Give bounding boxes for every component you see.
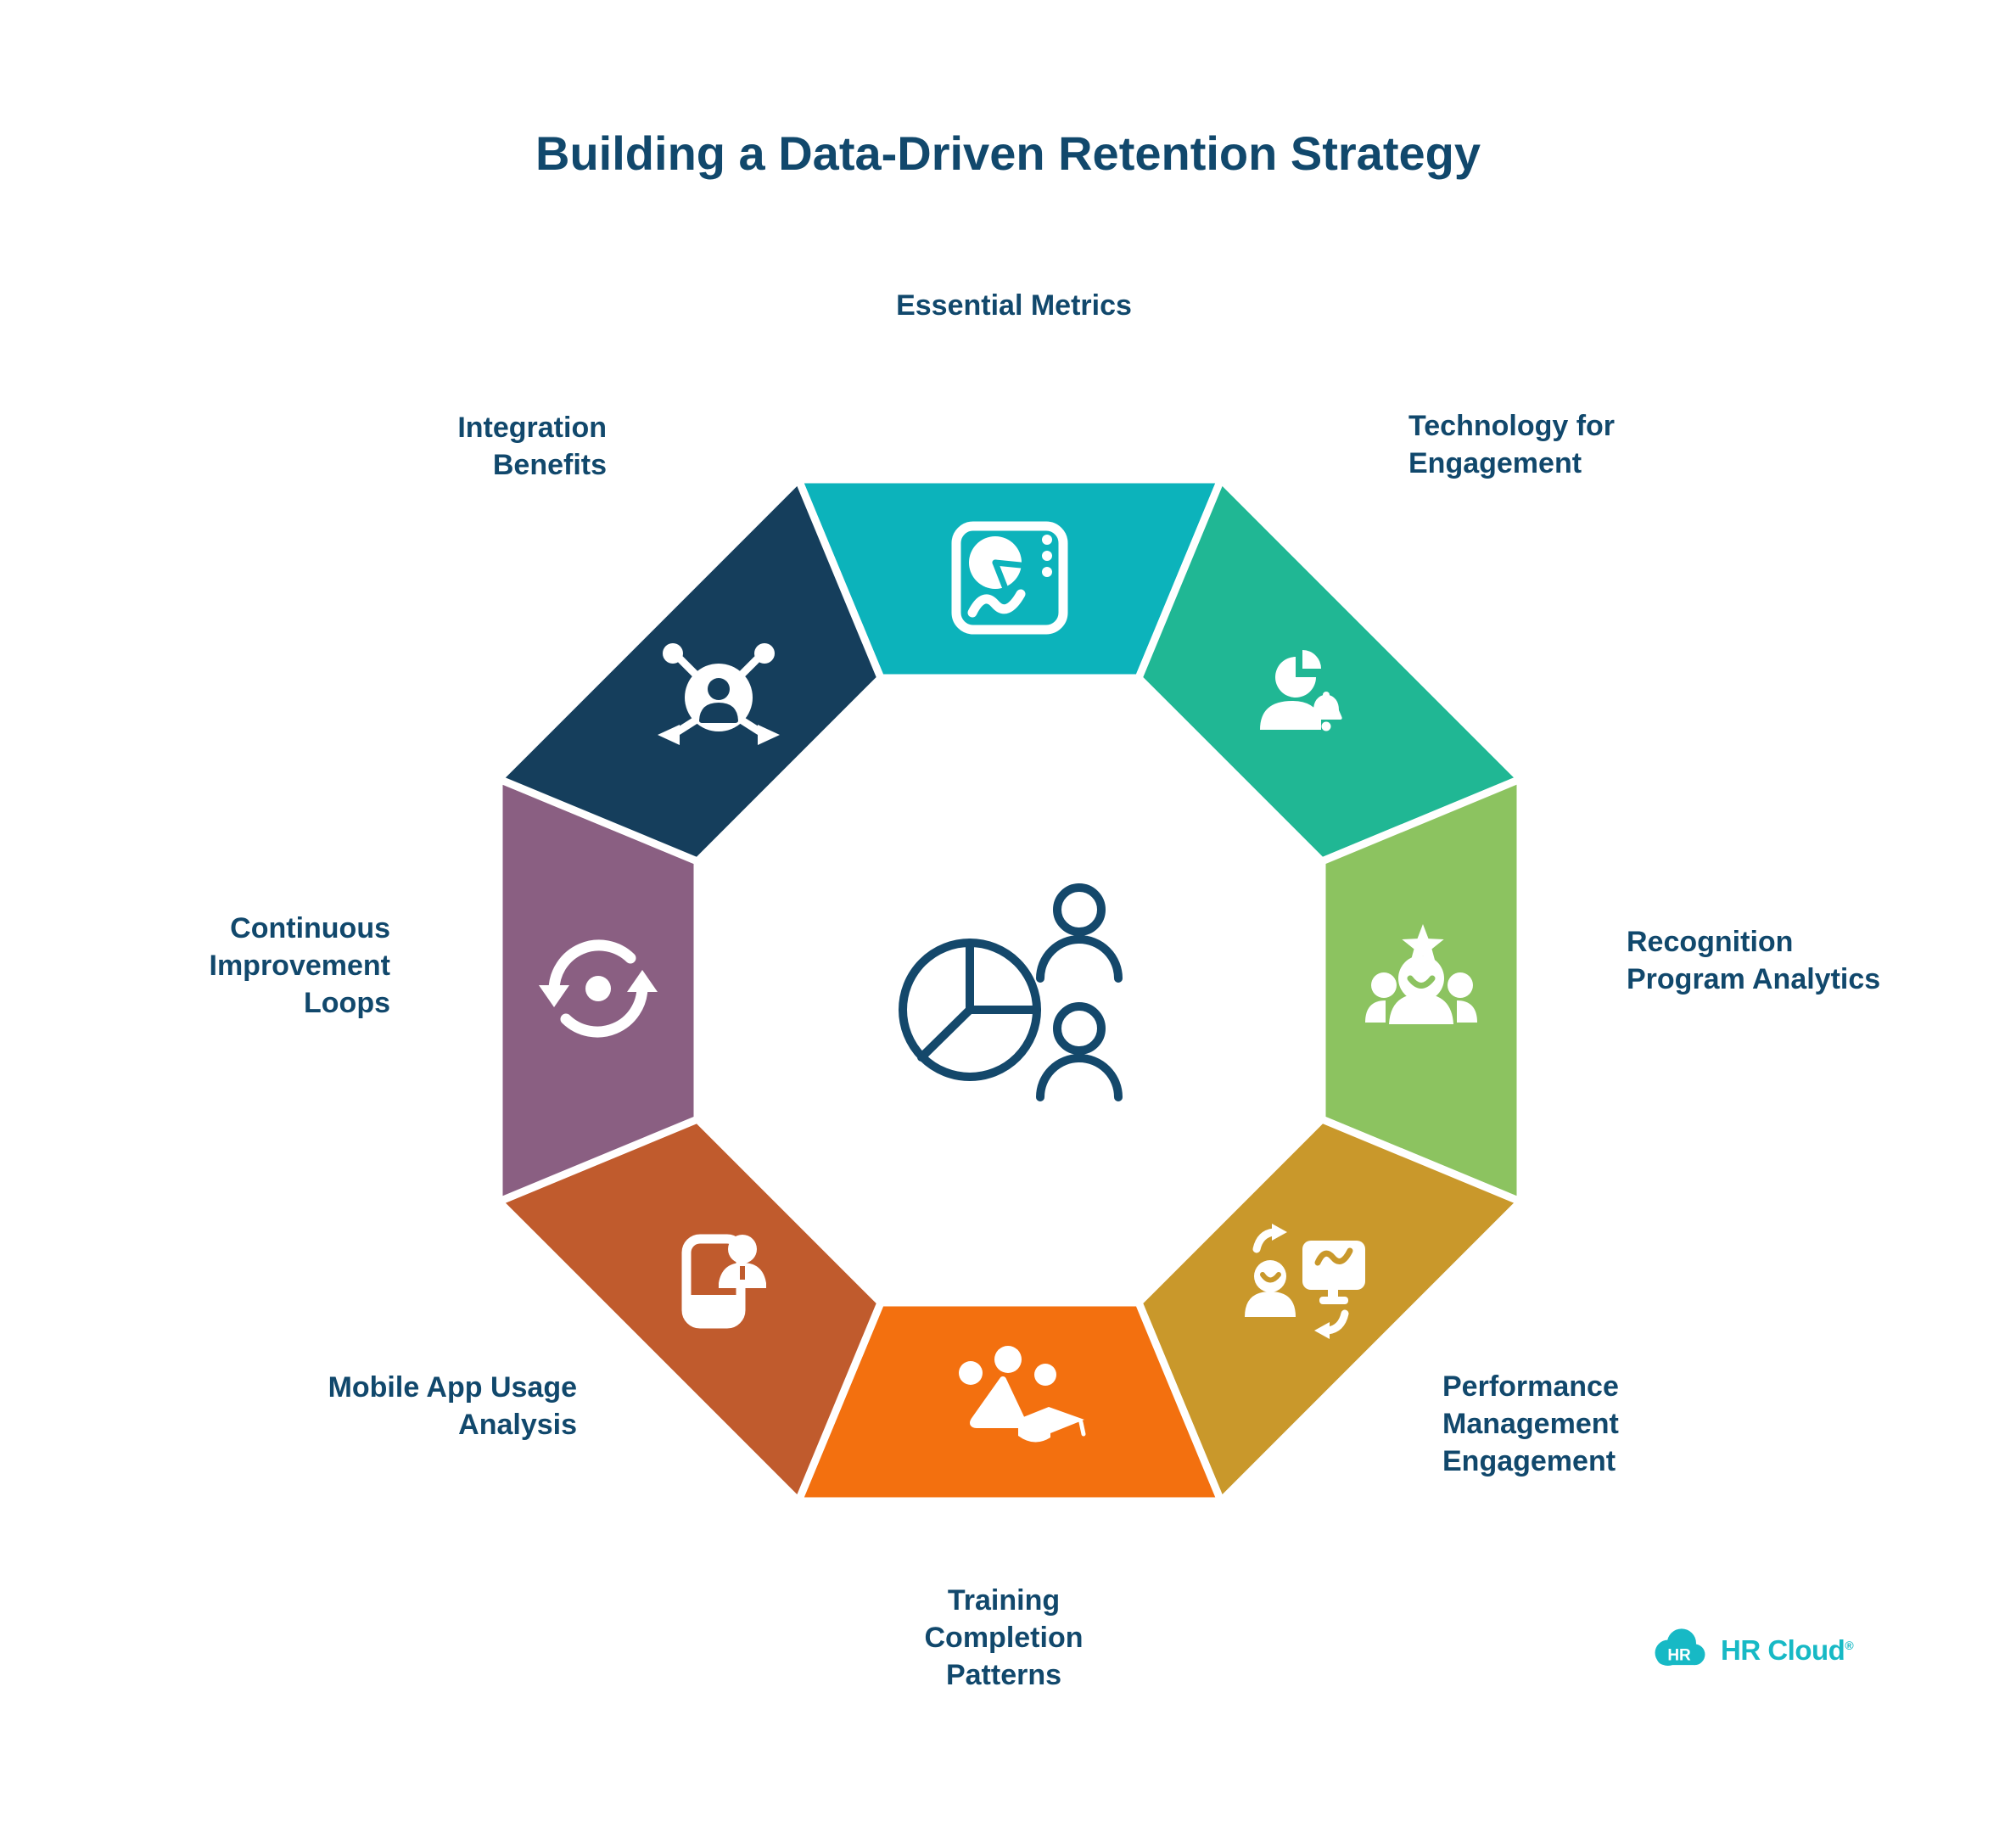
page-title: Building a Data-Driven Retention Strateg… <box>535 126 1481 180</box>
label-performance-management-engagement: Performance Management Engagement <box>1442 1370 1619 1477</box>
team-star-icon <box>1365 924 1477 1024</box>
label-integration-benefits: Integration Benefits <box>457 412 607 481</box>
team-graduation-icon <box>959 1346 1086 1443</box>
label-recognition-program-analytics: Recognition Program Analytics <box>1627 926 1881 995</box>
brand-name: HR Cloud® <box>1721 1634 1854 1666</box>
label-training-completion-patterns: Training Completion Patterns <box>924 1584 1084 1691</box>
label-technology-for-engagement: Technology for Engagement <box>1408 410 1616 479</box>
dashboard-icon <box>951 521 1068 635</box>
label-essential-metrics: Essential Metrics <box>896 289 1132 322</box>
pie-chart-and-people-icon <box>899 883 1123 1101</box>
hr-cloud-logo: HR HR Cloud® <box>1648 1626 1854 1675</box>
registered-mark: ® <box>1845 1639 1854 1652</box>
user-pie-bell-icon <box>1260 650 1342 731</box>
label-continuous-improvement-loops: Continuous Improvement Loops <box>209 912 391 1019</box>
sync-loop-icon <box>539 939 658 1038</box>
label-mobile-app-usage-analysis: Mobile App Usage Analysis <box>328 1371 577 1441</box>
person-monitor-sync-icon <box>1245 1224 1365 1339</box>
logo-badge-text: HR <box>1667 1646 1691 1664</box>
mobile-person-icon <box>681 1234 766 1329</box>
cloud-icon: HR <box>1655 1628 1705 1667</box>
integration-person-icon <box>658 643 780 745</box>
